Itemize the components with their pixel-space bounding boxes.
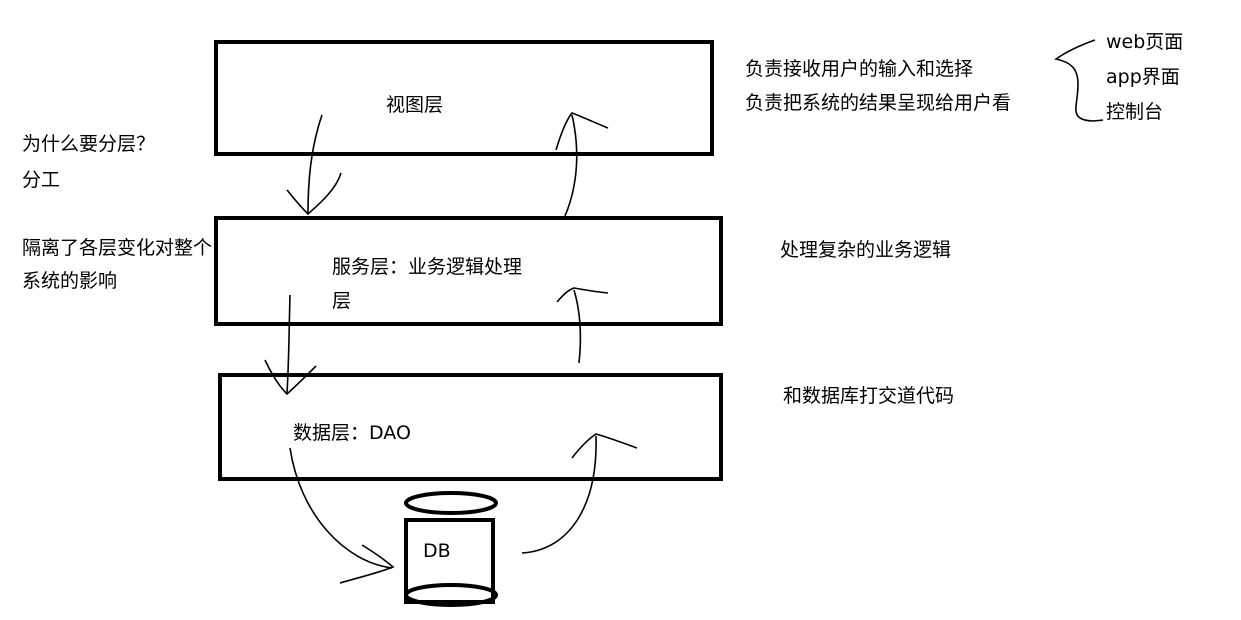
view-example-1: web页面: [1106, 31, 1184, 53]
examples-brace: [1054, 39, 1104, 122]
arrow-data-to-db-head: [339, 544, 395, 584]
view-desc-line2: 负责把系统的结果呈现给用户看: [745, 92, 1012, 114]
isolation-note-line2: 系统的影响: [22, 270, 118, 292]
arrow-service-to-view-head: [555, 112, 609, 151]
arrow-view-to-service: [307, 114, 323, 214]
arrow-data-to-db: [289, 447, 393, 569]
db-cylinder-bottom: [404, 583, 498, 607]
view-layer-label: 视图层: [386, 94, 444, 116]
arrow-service-to-data-head: [264, 359, 317, 396]
db-label: DB: [423, 540, 451, 562]
view-desc-line1: 负责接收用户的输入和选择: [745, 58, 974, 80]
question-note: 为什么要分层？: [22, 133, 156, 155]
view-example-2: app界面: [1106, 66, 1180, 88]
arrow-service-to-view: [564, 114, 578, 217]
db-cylinder-top: [404, 491, 498, 515]
arrow-service-to-data: [286, 294, 291, 394]
arrow-db-to-data-head: [571, 433, 638, 459]
data-layer-box: [218, 373, 723, 481]
arrow-data-to-service-head: [556, 287, 609, 303]
service-layer-box: [214, 216, 723, 326]
arrow-data-to-service: [573, 289, 582, 364]
answer-note: 分工: [22, 169, 61, 191]
data-desc: 和数据库打交道代码: [783, 385, 955, 407]
view-layer-box: [214, 40, 714, 156]
service-layer-label-line2: 层: [332, 290, 352, 312]
arrow-view-to-service-head: [286, 172, 342, 216]
data-layer-label: 数据层：DAO: [293, 422, 411, 444]
service-layer-label-line1: 服务层：业务逻辑处理: [332, 256, 523, 278]
view-example-3: 控制台: [1106, 101, 1164, 123]
isolation-note-line1: 隔离了各层变化对整个: [22, 237, 213, 259]
service-desc: 处理复杂的业务逻辑: [780, 239, 952, 261]
arrow-db-to-data: [521, 435, 597, 554]
db-cylinder-body: [404, 518, 495, 604]
